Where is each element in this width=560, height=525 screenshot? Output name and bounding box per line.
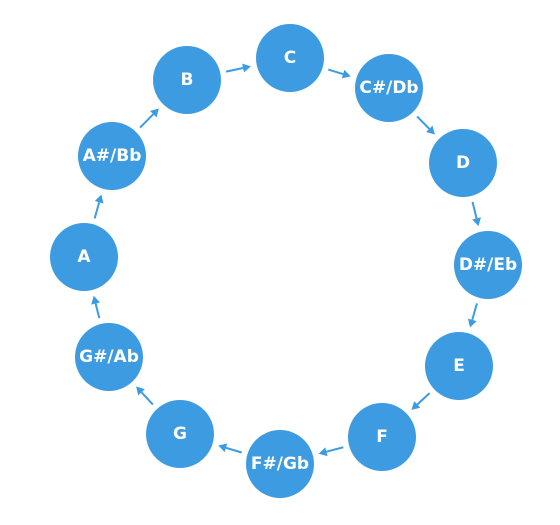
note-circle [429,129,497,197]
arrow-shaft [140,391,154,406]
note-circle [425,332,493,400]
arrow-D-to-Ds-Eb [471,201,481,227]
arrow-shaft [225,446,242,454]
note-circle [454,231,522,299]
arrow-shaft [471,201,478,219]
arrow-head [94,194,104,204]
note-label: D#/Eb [459,255,517,275]
note-label: G [173,424,187,444]
note-circle [256,24,324,92]
note-node-C: C [256,24,324,92]
arrow-Cs-Db-to-D [416,115,435,135]
arrow-head [150,108,159,118]
arrow-C-to-Cs-Db [327,68,351,79]
note-circle [153,46,221,114]
note-label: A [77,247,91,267]
arrow-head [91,295,101,305]
note-circle [348,403,416,471]
note-node-F: F [348,403,416,471]
arrow-head [341,69,351,79]
note-circle [75,323,143,391]
arrow-shaft [416,392,431,406]
arrow-shaft [139,113,154,129]
note-circle [355,54,423,122]
notes-layer: C C#/DbD D#/EbE F F#/Gb G G#/Ab A A#/Bb B [50,24,522,498]
arrow-As-Bb-to-B [139,108,159,129]
note-node-B: B [153,46,221,114]
arrow-shaft [471,303,478,321]
arrow-B-to-C [225,63,251,73]
arrow-head [411,401,421,410]
arrow-F-to-Fs-Gb [318,446,344,457]
note-circle [50,223,118,291]
arrows-layer [91,63,481,457]
note-label: F#/Gb [251,454,309,474]
note-node-A: A [50,223,118,291]
arrow-Gs-Ab-to-A [91,295,101,319]
note-label: A#/Bb [83,146,142,166]
arrow-head [242,63,251,73]
arrow-Ds-Eb-to-E [467,303,478,328]
note-node-G: G [146,400,214,468]
note-label: G#/Ab [79,347,139,367]
arrow-head [426,125,435,135]
arrow-head [136,386,145,396]
arrow-shaft [326,446,344,453]
note-circle [246,430,314,498]
arrow-head [472,217,481,227]
note-label: E [453,356,465,376]
arrow-G-to-Gs-Ab [136,386,154,406]
arrow-A-to-As-Bb [93,194,104,219]
note-node-Ds-Eb: D#/Eb [454,231,522,299]
arrow-Fs-Gb-to-G [218,443,242,454]
arrow-head [218,443,228,453]
note-label: C#/Db [359,78,418,98]
note-label: F [376,427,388,447]
arrow-shaft [327,68,344,76]
note-circle [146,400,214,468]
note-label: C [284,48,296,68]
arrow-head [467,318,477,328]
arrow-shaft [416,115,430,130]
note-node-As-Bb: A#/Bb [78,122,146,190]
note-node-Fs-Gb: F#/Gb [246,430,314,498]
note-label: B [181,70,194,90]
arrow-head [318,447,328,457]
note-label: D [456,153,470,173]
arrow-E-to-F [411,392,431,410]
arrow-shaft [93,201,101,219]
note-node-E: E [425,332,493,400]
note-node-Cs-Db: C#/Db [355,54,423,122]
note-node-Gs-Ab: G#/Ab [75,323,143,391]
note-node-D: D [429,129,497,197]
arrow-shaft [94,303,101,319]
arrow-shaft [225,67,244,73]
note-circle [78,122,146,190]
